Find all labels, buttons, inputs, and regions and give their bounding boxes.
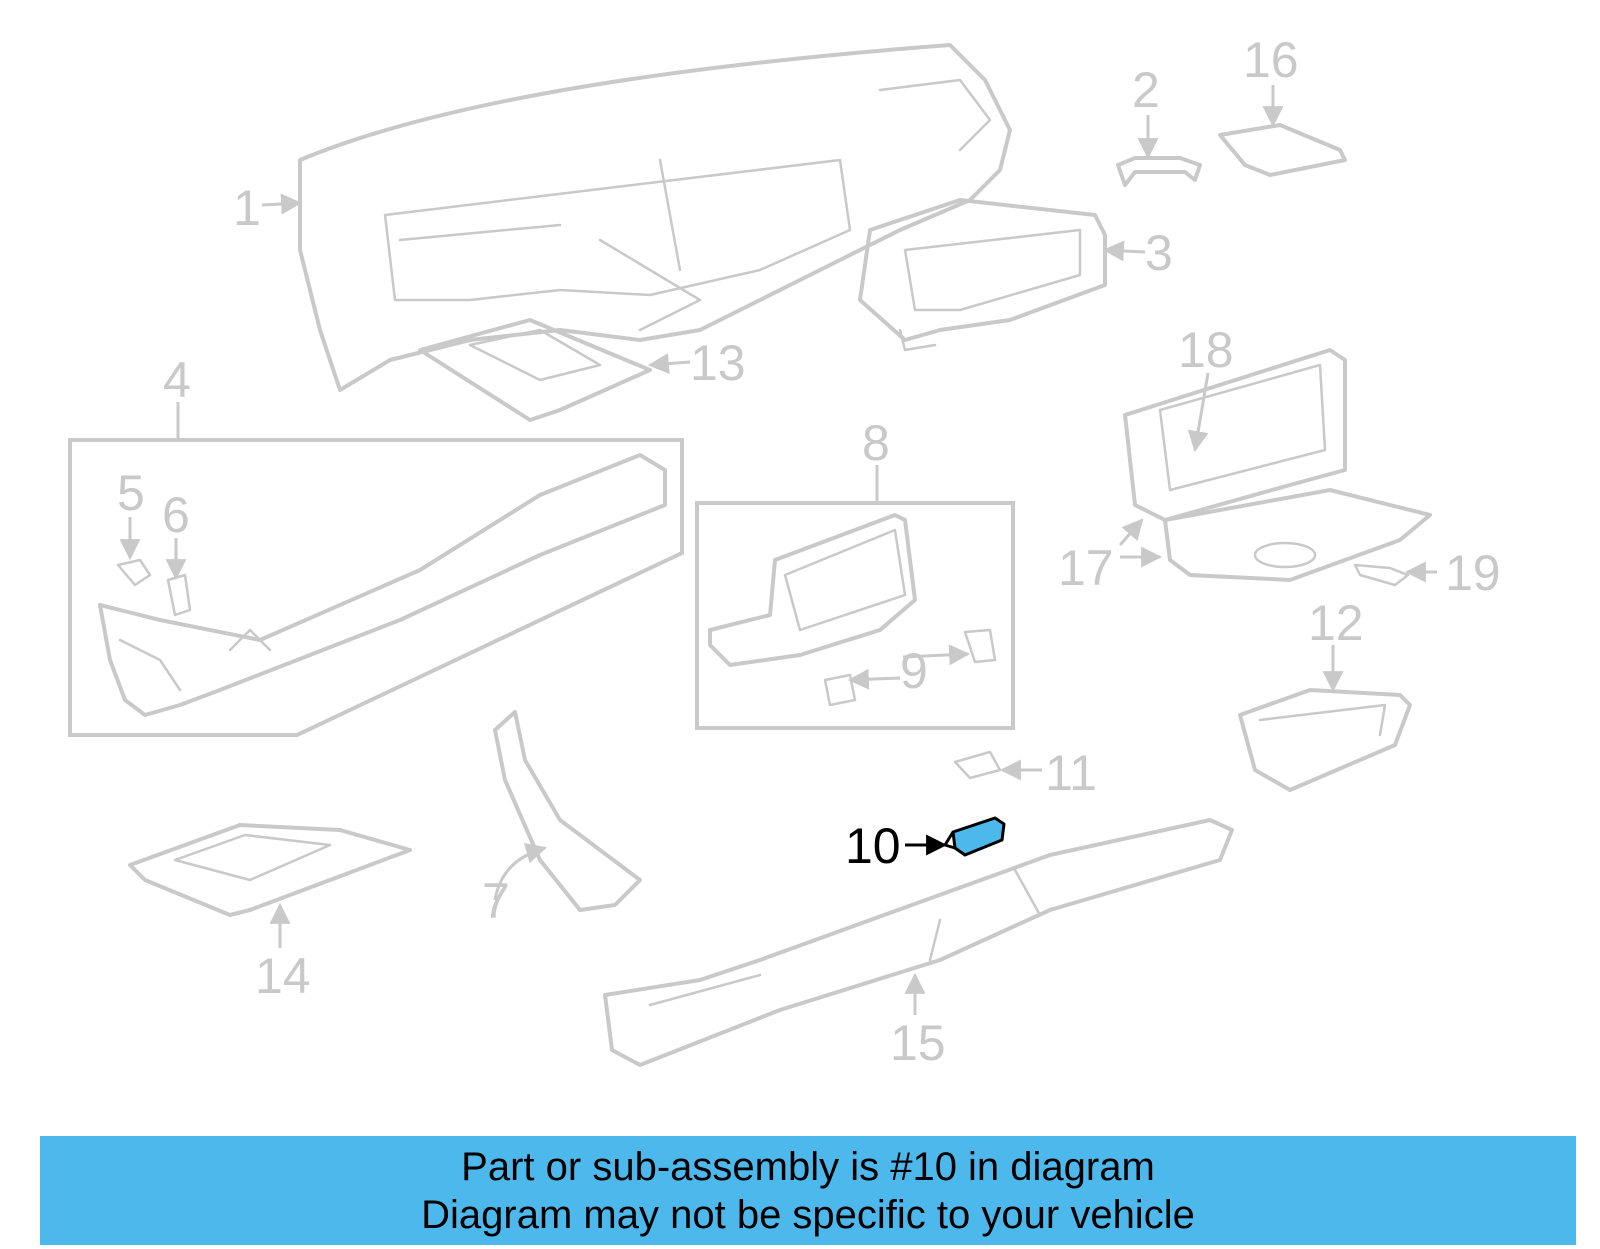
part-2-bracket — [1116, 156, 1202, 187]
banner-line-1: Part or sub-assembly is #10 in diagram — [461, 1144, 1155, 1189]
callout-9: 9 — [900, 643, 928, 699]
callout-13: 13 — [690, 335, 746, 391]
callout-1: 1 — [233, 180, 261, 236]
callout-11: 11 — [1045, 745, 1097, 801]
callout-2: 2 — [1132, 62, 1160, 118]
callout-7: 7 — [482, 873, 510, 929]
banner-line-2: Diagram may not be specific to your vehi… — [421, 1192, 1195, 1237]
part-14-bracket — [128, 823, 412, 917]
part-18-glove-box — [1123, 348, 1347, 522]
leader-lines — [119, 85, 1437, 1015]
callout-19: 19 — [1445, 545, 1501, 601]
callout-16: 16 — [1243, 32, 1299, 88]
part-12-tray — [1238, 688, 1412, 792]
part-15-console — [603, 818, 1234, 1067]
part-19-fastener — [1353, 563, 1410, 587]
callout-15: 15 — [890, 1015, 946, 1071]
part-16-cover — [1218, 123, 1347, 177]
part-13-panel — [418, 318, 652, 422]
callout-18: 18 — [1178, 322, 1234, 378]
part-10-highlighted — [943, 816, 1006, 857]
callout-3: 3 — [1145, 225, 1173, 281]
callout-4: 4 — [163, 352, 191, 408]
info-banner: Part or sub-assembly is #10 in diagram D… — [40, 1136, 1576, 1245]
part-7-trim — [493, 710, 642, 912]
part-17-door — [1163, 488, 1432, 582]
part-11-clip — [953, 750, 1002, 780]
callout-8: 8 — [862, 415, 890, 471]
callout-6: 6 — [162, 487, 190, 543]
group-8-box — [695, 501, 1015, 730]
callout-5: 5 — [117, 465, 145, 521]
callout-17: 17 — [1058, 540, 1114, 596]
callout-10: 10 — [845, 818, 901, 874]
callout-14: 14 — [255, 948, 311, 1004]
part-1-instrument-panel — [298, 43, 1012, 392]
callout-12: 12 — [1308, 595, 1364, 651]
part-3-cluster-bezel — [858, 198, 1107, 352]
group-4-box — [68, 438, 684, 737]
callout-labels: 1 2 16 3 13 4 5 6 8 9 18 17 19 12 11 10 … — [117, 32, 1501, 1071]
